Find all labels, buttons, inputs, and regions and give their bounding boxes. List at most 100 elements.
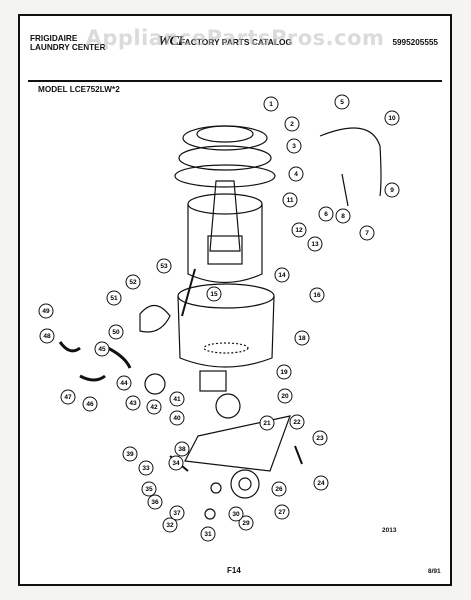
- callout-4: 4: [288, 166, 304, 182]
- washer: [204, 508, 216, 520]
- callout-number: 4: [294, 171, 298, 178]
- callout-circle: [274, 504, 290, 520]
- callout-circle: [138, 460, 154, 476]
- tub-bottom: [203, 342, 249, 354]
- basket: [187, 204, 263, 283]
- callout-number: 13: [311, 241, 319, 248]
- callout-circle: [294, 330, 310, 346]
- callout-number: 29: [242, 520, 250, 527]
- callout-number: 38: [178, 446, 186, 453]
- callout-7: 7: [359, 225, 375, 241]
- motor: [215, 393, 241, 419]
- callout-number: 21: [263, 420, 271, 427]
- callout-13: 13: [307, 236, 323, 252]
- drive-block: [207, 235, 243, 265]
- callout-18: 18: [294, 330, 310, 346]
- wci-logo: WCI: [158, 34, 183, 49]
- callout-number: 19: [280, 369, 288, 376]
- outer-tub: [177, 295, 275, 368]
- callout-circle: [334, 94, 350, 110]
- rod: [181, 268, 196, 317]
- callout-circle: [141, 481, 157, 497]
- model-number: MODEL LCE752LW*2: [38, 85, 120, 94]
- callout-circle: [168, 455, 184, 471]
- callout-circle: [318, 206, 334, 222]
- hose-48: [58, 341, 81, 353]
- pump-cover: [139, 304, 171, 333]
- callout-number: 11: [287, 197, 294, 204]
- product-line: LAUNDRY CENTER: [30, 43, 106, 52]
- callout-circle: [288, 166, 304, 182]
- callout-number: 34: [172, 460, 180, 467]
- callout-number: 8: [341, 213, 345, 220]
- callout-20: 20: [277, 388, 293, 404]
- parts-diagram-sheet: AppliancePartsPros.com FRIGIDAIRE LAUNDR…: [18, 14, 452, 586]
- callout-number: 35: [145, 486, 153, 493]
- callout-5: 5: [334, 94, 350, 110]
- callout-number: 20: [281, 393, 289, 400]
- callout-number: 41: [173, 396, 181, 403]
- basket-top: [187, 193, 263, 215]
- catalog-title: FACTORY PARTS CATALOG: [180, 37, 292, 47]
- callout-number: 52: [129, 279, 137, 286]
- callout-23: 23: [312, 430, 328, 446]
- callout-number: 51: [110, 295, 118, 302]
- callout-circle: [125, 395, 141, 411]
- callout-27: 27: [274, 504, 290, 520]
- callout-41: 41: [169, 391, 185, 407]
- callout-51: 51: [106, 290, 122, 306]
- callout-circle: [277, 388, 293, 404]
- header-divider: [28, 80, 442, 82]
- callout-number: 42: [150, 404, 158, 411]
- callout-number: 14: [278, 272, 286, 279]
- brand-name: FRIGIDAIRE: [30, 34, 78, 43]
- callout-16: 16: [309, 287, 325, 303]
- callout-number: 37: [173, 510, 181, 517]
- callout-number: 33: [142, 465, 150, 472]
- callout-circle: [116, 375, 132, 391]
- callout-44: 44: [116, 375, 132, 391]
- callout-43: 43: [125, 395, 141, 411]
- callout-circle: [106, 290, 122, 306]
- callout-circle: [169, 410, 185, 426]
- callout-19: 19: [276, 364, 292, 380]
- pump: [144, 373, 166, 395]
- tub-ring: [178, 145, 272, 171]
- callout-circle: [125, 274, 141, 290]
- callout-circle: [289, 414, 305, 430]
- callout-48: 48: [39, 328, 55, 344]
- callout-circle: [284, 116, 300, 132]
- callout-circle: [274, 267, 290, 283]
- callout-circle: [384, 182, 400, 198]
- callout-circle: [359, 225, 375, 241]
- callout-8: 8: [335, 208, 351, 224]
- callout-circle: [200, 526, 216, 542]
- callout-circle: [228, 506, 244, 522]
- base-plate: [184, 415, 291, 472]
- callout-number: 43: [129, 400, 137, 407]
- callout-number: 31: [204, 531, 212, 538]
- callout-circle: [146, 399, 162, 415]
- callout-15: 15: [206, 286, 222, 302]
- callout-42: 42: [146, 399, 162, 415]
- callout-number: 50: [112, 329, 120, 336]
- callout-number: 1: [269, 101, 273, 108]
- callout-number: 45: [98, 346, 106, 353]
- pulley-hub: [238, 477, 252, 491]
- callout-number: 53: [160, 263, 168, 270]
- callout-circle: [238, 515, 254, 531]
- callout-number: 39: [126, 451, 134, 458]
- callout-circle: [169, 391, 185, 407]
- callout-circle: [147, 494, 163, 510]
- callout-circle: [82, 396, 98, 412]
- catalog-number: 5995205555: [392, 38, 438, 47]
- callout-circle: [156, 258, 172, 274]
- callout-34: 34: [168, 455, 184, 471]
- callout-2: 2: [284, 116, 300, 132]
- tub-top: [177, 283, 275, 309]
- callout-33: 33: [138, 460, 154, 476]
- callout-circle: [291, 222, 307, 238]
- callout-circle: [286, 138, 302, 154]
- callout-circle: [38, 303, 54, 319]
